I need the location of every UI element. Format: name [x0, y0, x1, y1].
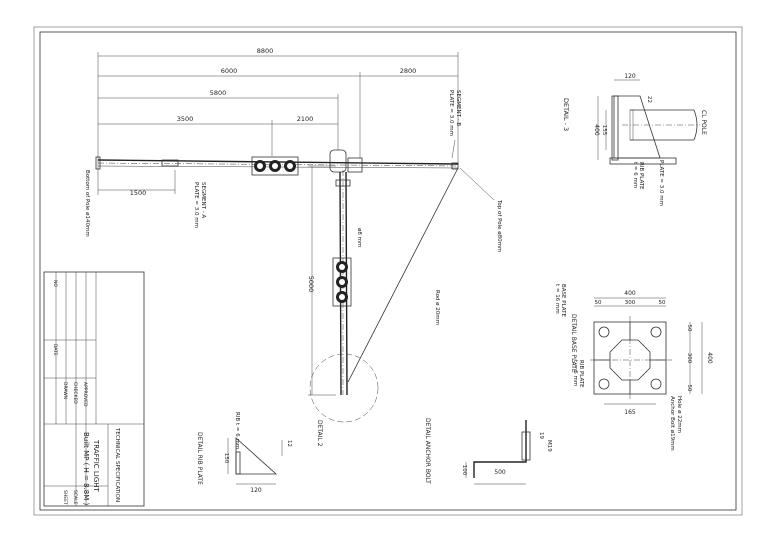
label-detail-2: DETAIL 2 — [316, 420, 323, 447]
base-top-50b: 50 — [659, 300, 666, 306]
detail3-dim-155: 155 — [601, 125, 607, 136]
label-segment-b-plate: PLATE = 3.0 mm — [448, 90, 454, 136]
base-detail-title: DETAIL BASE PLATE — [570, 314, 577, 373]
dim-1500: 1500 — [130, 189, 147, 197]
detail3-plate: PLATE = 3.0 mm — [658, 160, 664, 206]
base-rib-plate: RIB PLATE — [578, 360, 584, 388]
base-rib-t: t = 6 mm — [572, 360, 578, 386]
base-side-50a: 50 — [686, 325, 692, 332]
title-sheet: SHEET — [62, 490, 68, 505]
base-plate-t: t = 16 mm — [554, 284, 560, 314]
base-top-400: 400 — [624, 290, 636, 297]
dim-5800: 5800 — [210, 89, 227, 97]
title-spec: TECHNICAL SPECIFICATION — [114, 427, 120, 502]
anchor-dim-19: 19 — [538, 432, 544, 439]
title-block: TECHNICAL SPECIFICATION TRAFFIC LIGHT Bu… — [43, 271, 145, 507]
base-plate-label: BASE PLATE — [560, 284, 566, 317]
label-guy-rod: Rod ø 20mm — [434, 290, 440, 325]
detail3-rib-t: t = 6 mm — [632, 162, 638, 188]
anchor-bolt-detail: DETAIL ANCHOR BOLT 500 100 19 M19 — [424, 418, 552, 485]
dim-5000: 5000 — [307, 276, 315, 293]
dim-2800: 2800 — [400, 67, 417, 75]
detail3-dim-22: 22 — [646, 96, 652, 103]
detail3-dim-400: 400 — [593, 124, 600, 136]
title-line2: Built MP ( H = 8.8M ) — [82, 432, 90, 506]
rib-dim-12: 12 — [286, 440, 292, 447]
dim-6000: 6000 — [221, 67, 238, 75]
main-pole-drawing: 8800 6000 2800 5800 3500 2100 1500 — [84, 47, 502, 447]
detail3-rib-plate: RIB PLATE — [638, 162, 644, 190]
base-top-300: 300 — [625, 300, 636, 306]
rib-detail-title: DETAIL RIB PLATE — [196, 432, 203, 485]
dim-2100: 2100 — [297, 115, 314, 123]
title-drawn: DRAWN — [62, 382, 68, 399]
sheet-outer-border — [33, 26, 743, 516]
rib-dim-120: 120 — [250, 487, 262, 494]
base-bottom-165: 165 — [624, 409, 636, 416]
anchor-dim-100: 100 — [461, 465, 467, 476]
title-checked: CHECKED — [72, 382, 78, 404]
anchor-note: M19 — [546, 440, 552, 452]
base-plate-detail: 400 50 300 50 50 300 50 400 165 BASE PLA… — [554, 284, 713, 451]
base-side-50b: 50 — [686, 385, 692, 392]
title-date: DATE — [52, 344, 58, 356]
label-segment-a: SEGMENT - A — [200, 182, 206, 218]
base-side-300: 300 — [686, 353, 692, 364]
detail-3: DETAIL - 3 120 400 155 22 CL POLE RIB PL… — [562, 73, 707, 206]
dim-8800: 8800 — [257, 47, 274, 55]
base-top-50a: 50 — [595, 300, 602, 306]
label-top-pole: Top of Pole ø80mm — [496, 199, 502, 252]
title-scale: SCALE — [72, 490, 78, 505]
detail3-dim-120: 120 — [624, 73, 636, 80]
sheet-inner-border — [39, 31, 737, 511]
rib-plate-detail: DETAIL RIB PLATE RIB t = 6 mm 120 150 12 — [196, 412, 292, 494]
base-side-400: 400 — [706, 352, 713, 364]
title-approved: APPROVED — [82, 382, 88, 407]
rib-detail-t: RIB t = 6 mm — [234, 412, 240, 449]
detail3-title: DETAIL - 3 — [562, 98, 570, 131]
label-segment-b: SEGMENT - B — [455, 90, 461, 126]
title-no: NO — [52, 280, 58, 287]
detail3-cl-pole: CL POLE — [700, 110, 707, 135]
anchor-dim-500: 500 — [494, 469, 506, 476]
anchor-detail-title: DETAIL ANCHOR BOLT — [424, 418, 431, 484]
base-hole: Hole ø 22mm — [676, 396, 682, 433]
rib-dim-150: 150 — [223, 453, 229, 464]
dim-3500: 3500 — [177, 115, 194, 123]
label-segment-a-plate: PLATE = 3.0 mm — [193, 182, 199, 228]
base-anchor: Anchor Bolt ø19mm — [669, 396, 675, 451]
label-rod: ø8 mm — [356, 228, 362, 247]
label-bottom-pole: Bottom of Pole ø140mm — [84, 170, 90, 237]
title-line1: TRAFFIC LIGHT — [92, 439, 100, 493]
